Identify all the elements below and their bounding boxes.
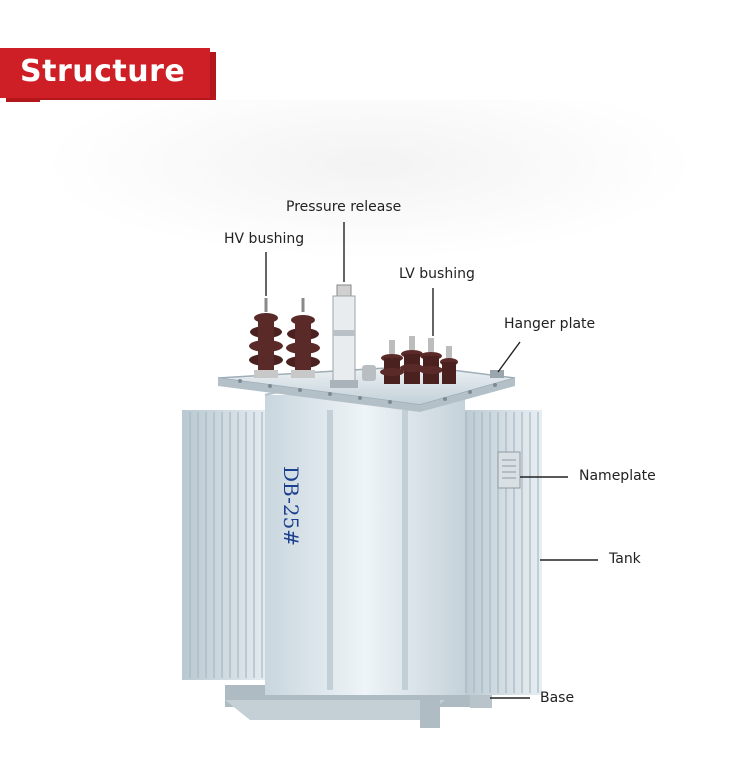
label-hanger-plate: Hanger plate [504,316,596,332]
pressure-release-valve [330,284,358,388]
label-hv-bushing: HV bushing [224,231,305,247]
nameplate-plate [497,451,521,489]
label-base: Base [540,690,575,706]
leader-hanger-plate [497,341,521,373]
hv-bushing-1 [249,298,283,378]
background-glow [40,100,700,260]
tank-body [264,386,466,695]
leader-lines [265,222,598,699]
label-nameplate: Nameplate [579,468,656,484]
model-marking: DB-25# [279,466,303,547]
label-tank: Tank [609,551,641,567]
page-title: Structure [20,54,186,89]
title-banner: Structure [0,48,210,98]
radiator-right [460,410,542,695]
label-lv-bushing: LV bushing [399,266,475,282]
hanger-plate-lug [490,370,504,378]
label-pressure-release: Pressure release [286,199,402,215]
radiator-left [182,410,274,680]
hv-bushing-2 [286,298,320,378]
lv-bushings [362,336,458,384]
